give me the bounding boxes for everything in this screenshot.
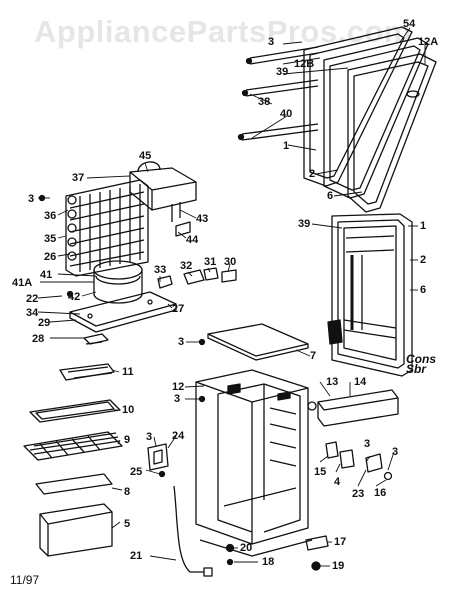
callout-41: 41	[40, 269, 53, 281]
butter-compartment	[307, 389, 399, 427]
callout-8: 8	[124, 486, 131, 498]
callout-18: 18	[262, 556, 275, 568]
callout-35: 35	[44, 233, 57, 245]
thermostat-parts	[325, 441, 393, 481]
callout-44: 44	[186, 234, 199, 246]
callout-30: 30	[224, 256, 237, 268]
callout-2-top: 2	[309, 168, 316, 180]
callout-1-top: 1	[283, 140, 290, 152]
mount-bracket	[83, 333, 109, 345]
callout-3-cabinet: 3	[174, 393, 181, 405]
leveling-feet	[225, 535, 329, 571]
small-parts-row	[157, 221, 237, 289]
callout-25: 25	[130, 466, 143, 478]
callout-39-door: 39	[298, 218, 311, 230]
callout-13: 13	[326, 376, 339, 388]
watermark: AppliancePartsPros.com	[34, 14, 412, 49]
callout-3-top-cover: 3	[178, 336, 185, 348]
date-code: 11/97	[10, 573, 40, 587]
callout-3-right: 3	[392, 446, 399, 458]
wire-shelf	[23, 431, 123, 461]
callout-24: 24	[172, 430, 185, 442]
leader-lines	[37, 27, 426, 567]
hinge-bracket	[147, 443, 169, 471]
callout-19: 19	[332, 560, 345, 572]
callout-23: 23	[352, 488, 365, 500]
callout-16: 16	[374, 487, 387, 499]
callout-14: 14	[354, 376, 367, 388]
compressor-base	[69, 291, 177, 333]
callout-28: 28	[32, 333, 45, 345]
callout-11: 11	[122, 366, 134, 378]
callout-22: 22	[26, 293, 39, 305]
callout-32: 32	[180, 260, 193, 272]
door-panel	[347, 53, 437, 213]
callout-27: 27	[172, 303, 185, 315]
callout-12: 12	[172, 381, 185, 393]
cabinet-body	[195, 369, 313, 557]
callout-4: 4	[334, 476, 341, 488]
evaporator-box	[129, 161, 197, 222]
callout-12B: 12B	[294, 58, 315, 70]
callout-2-door: 2	[420, 254, 427, 266]
callout-12A: 12A	[418, 36, 439, 48]
callout-3-thermo: 3	[364, 438, 371, 450]
callout-26: 26	[44, 251, 57, 263]
callout-5: 5	[124, 518, 131, 530]
callout-37: 37	[72, 172, 85, 184]
callout-31: 31	[204, 256, 217, 268]
callout-21: 21	[130, 550, 143, 562]
callout-43: 43	[196, 213, 209, 225]
callout-6-door: 6	[420, 284, 427, 296]
drip-tray	[29, 399, 121, 423]
cabinet-top-cover	[207, 323, 309, 361]
callout-54: 54	[403, 18, 416, 30]
callout-29: 29	[38, 317, 51, 329]
brand-mark-line-1: Cons	[406, 352, 436, 366]
callout-39-top: 39	[276, 66, 289, 78]
callout-42: 42	[68, 291, 81, 303]
door-shelf-bars	[237, 46, 319, 141]
callout-20: 20	[240, 542, 253, 554]
crisper-drawer	[39, 503, 113, 557]
door-liner	[323, 37, 429, 199]
callout-17: 17	[334, 536, 347, 548]
callout-3-hinge: 3	[146, 431, 153, 443]
callout-36: 36	[44, 210, 57, 222]
callout-1-door: 1	[420, 220, 427, 232]
compressor	[93, 260, 143, 304]
door-badge	[406, 90, 420, 98]
callout-6-top: 6	[327, 190, 334, 202]
door-gasket-frame	[303, 26, 413, 187]
power-cord	[173, 485, 213, 577]
door-inner-view	[327, 213, 413, 377]
callout-38: 38	[258, 96, 271, 108]
brand-mark: Cons Sbr	[406, 352, 436, 376]
callout-33: 33	[154, 264, 167, 276]
callout-7: 7	[310, 350, 317, 362]
callout-15: 15	[314, 466, 327, 478]
callout-34: 34	[26, 307, 39, 319]
callout-9: 9	[124, 434, 131, 446]
crisper-cover	[35, 473, 113, 495]
brand-mark-line-2: Sbr	[406, 362, 427, 376]
callout-10: 10	[122, 404, 135, 416]
callout-45: 45	[139, 150, 152, 162]
callout-3-coil: 3	[28, 193, 35, 205]
ice-tray	[59, 363, 115, 381]
callout-40: 40	[280, 108, 293, 120]
callout-3-door: 3	[268, 36, 275, 48]
callout-41A: 41A	[12, 277, 33, 289]
